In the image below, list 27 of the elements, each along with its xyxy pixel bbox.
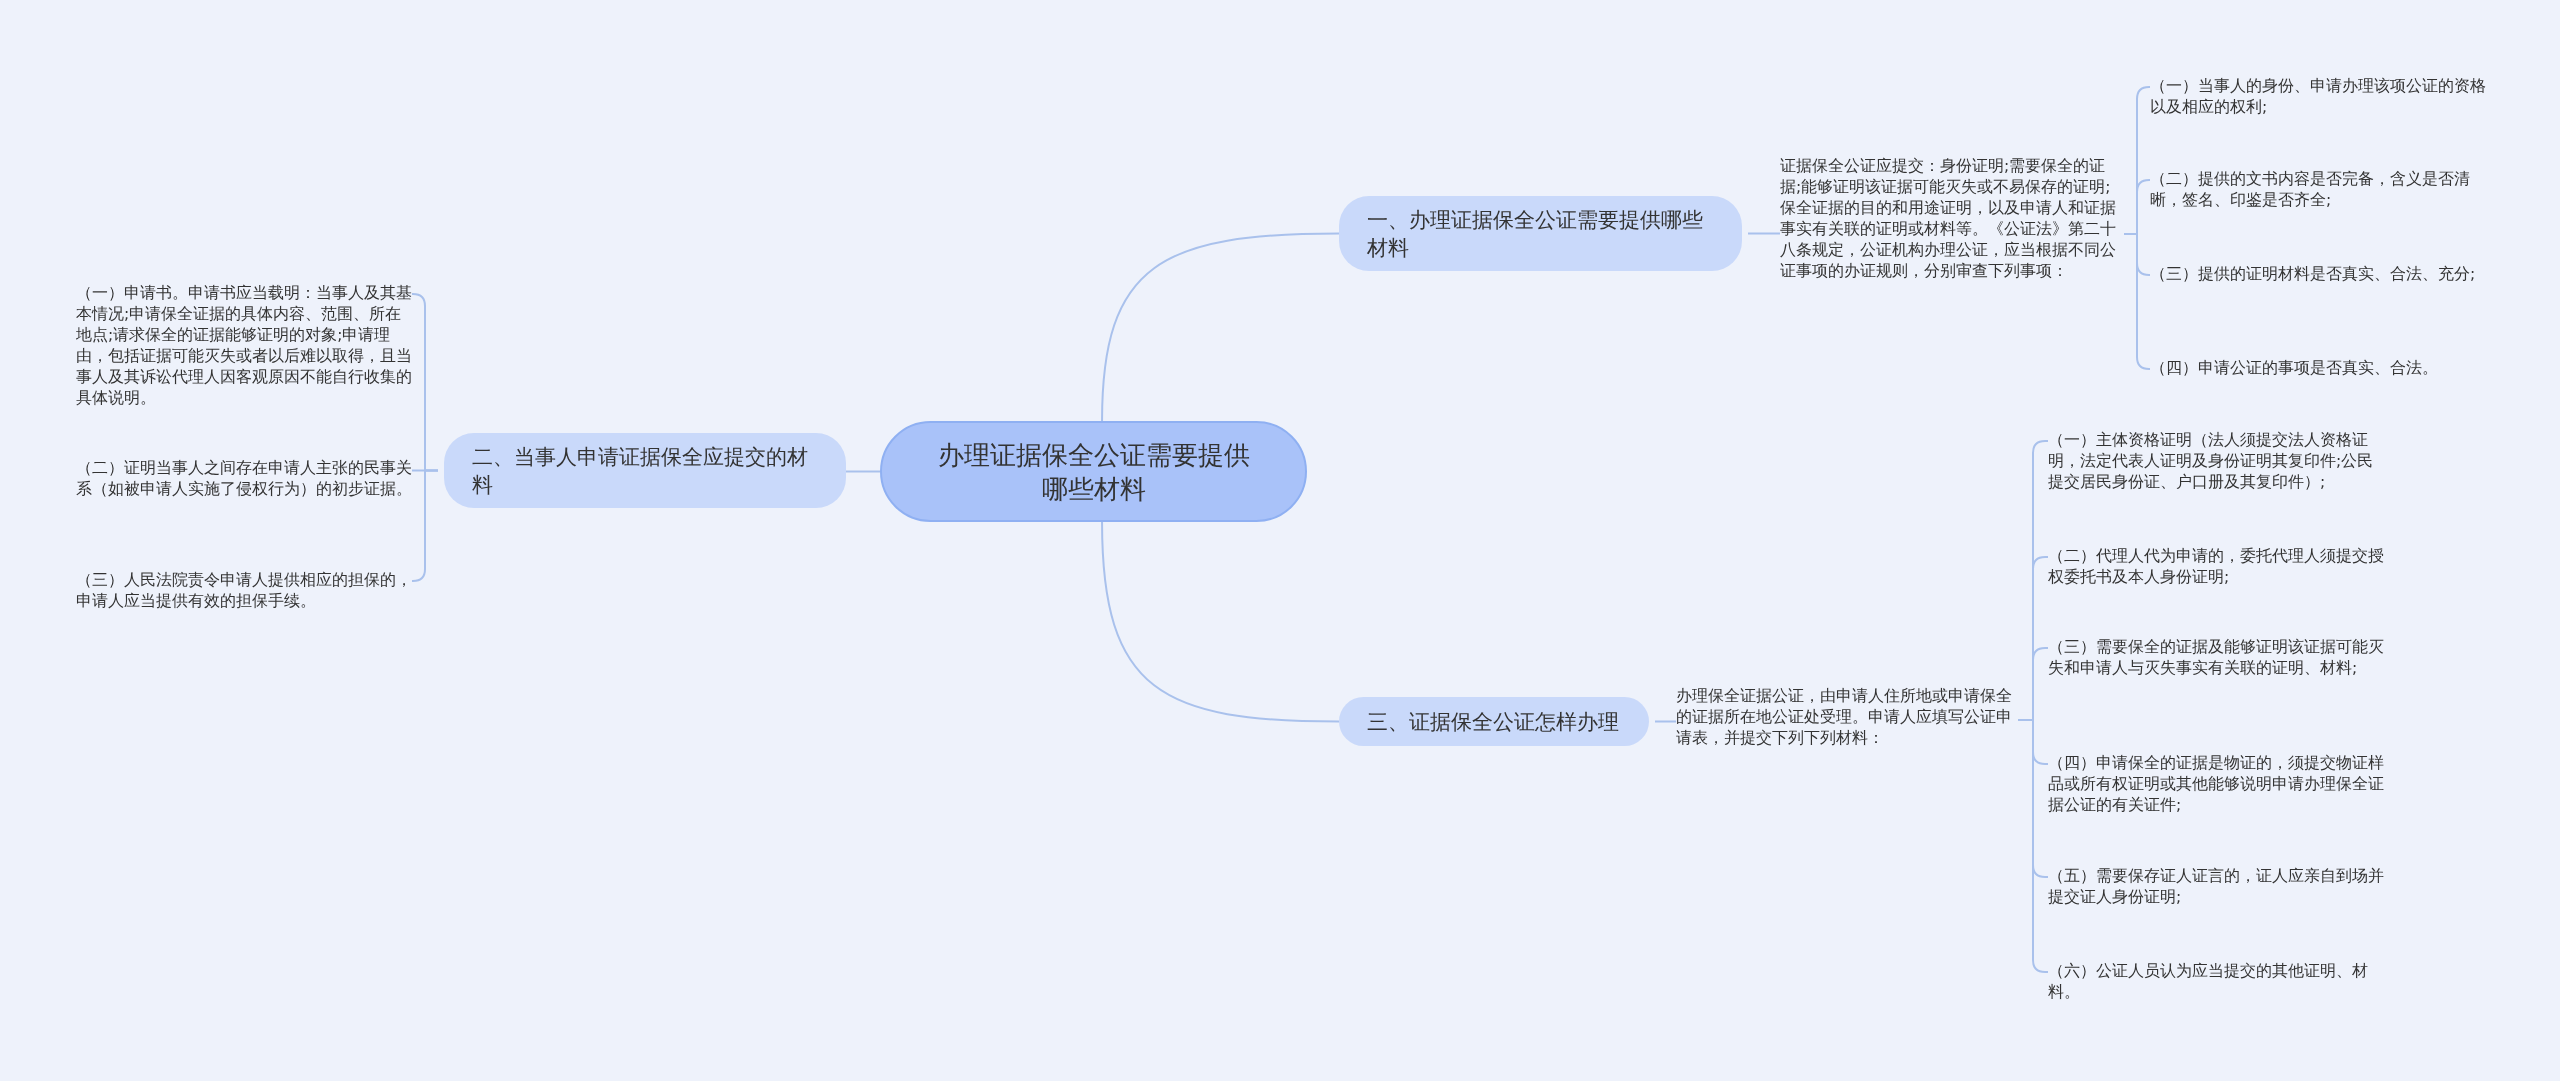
topic-text: （六）公证人员认为应当提交的其他证明、材料。 [2048,961,2388,1003]
connector-line [1654,720,1677,723]
topic-text: （五）需要保存证人证言的，证人应亲自到场并提交证人身份证明; [2048,866,2388,908]
topic-text: （一）主体资格证明（法人须提交法人资格证明，法定代表人证明及身份证明其复印件;公民提交居民身份证、户口册及其复印件）; [2048,430,2388,493]
topic-text: （三）需要保全的证据及能够证明该证据可能灭失和申请人与灭失事实有关联的证明、材料; [2048,637,2388,679]
topic-box: 一、办理证据保全公证需要提供哪些材料 [1339,196,1742,271]
topic-text: （一）当事人的身份、申请办理该项公证的资格以及相应的权利; [2150,76,2495,118]
topic-text: （二）证明当事人之间存在申请人主张的民事关系（如被申请人实施了侵权行为）的初步证据。 [76,458,412,500]
topic-text: （四）申请公证的事项是否真实、合法。 [2150,358,2495,379]
connector-line [1101,521,1340,723]
connector-line [2123,233,2151,370]
connector-line [845,470,881,473]
connector-line [1101,232,1340,422]
topic-text: 证据保全公证应提交：身份证明;需要保全的证据;能够证明该证据可能灭失或不易保存的证明;保全证据的目的和用途证明，以及申请人和证据事实有关联的证明或材料等。《公证法》第二十八条规定，公证机构办理公证，应当根据不同公证事项的办证规则，分别审查下列事项： [1780,156,2118,282]
topic-text: （四）申请保全的证据是物证的，须提交物证样品或所有权证明或其他能够说明申请办理保全证据公证的有关证件; [2048,753,2388,816]
topic-text: 办理保全证据公证，由申请人住所地或申请保全的证据所在地公证处受理。申请人应填写公证申请表，并提交下列下列材料： [1676,686,2012,749]
connector-line [2017,719,2049,973]
connector-line [1747,232,1781,235]
topic-text: （二）提供的文书内容是否完备，含义是否清晰，签名、印鉴是否齐全; [2150,169,2495,211]
topic-text: （一）申请书。申请书应当载明：当事人及其基本情况;申请保全证据的具体内容、范围、所在地点;请求保全的证据能够证明的对象;申请理由，包括证据可能灭失或者以后难以取得，且当事人及其诉讼代理人因客观原因不能自行收集的具体说明。 [76,283,412,409]
topic-text: （三）提供的证明材料是否真实、合法、充分; [2150,264,2495,285]
topic-text: （三）人民法院责令申请人提供相应的担保的，申请人应当提供有效的担保手续。 [76,570,412,612]
topic-box: 三、证据保全公证怎样办理 [1339,697,1649,746]
central-topic: 办理证据保全公证需要提供哪些材料 [880,421,1307,522]
topic-text: （二）代理人代为申请的，委托代理人须提交授权委托书及本人身份证明; [2048,546,2388,588]
topic-box: 二、当事人申请证据保全应提交的材料 [444,433,846,508]
connector-line [411,469,439,582]
